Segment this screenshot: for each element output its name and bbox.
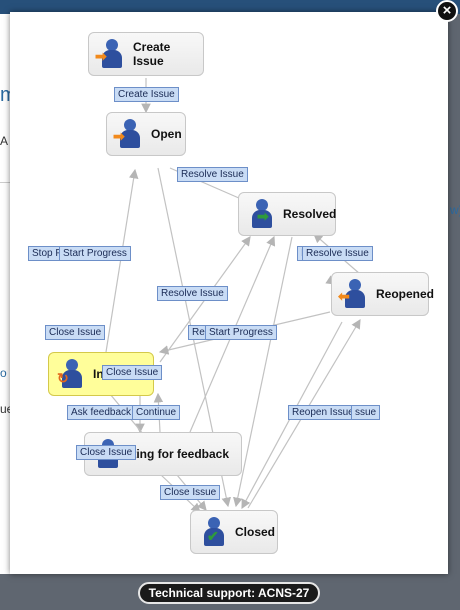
status-label: iting for feedback xyxy=(129,447,230,461)
status-node-resolved[interactable]: ➡ Resolved xyxy=(238,192,336,236)
user-cycle-icon: ↻ xyxy=(57,359,85,389)
status-node-open[interactable]: ➡ Open xyxy=(106,112,186,156)
user-arrow-right-icon: ➡ xyxy=(113,119,143,149)
user-arrow-left-icon: ⬅ xyxy=(338,279,368,309)
transition-close-issue[interactable]: Close Issue xyxy=(76,445,137,460)
edge-inprogress-open xyxy=(105,168,139,353)
background-page xyxy=(0,14,10,574)
status-label: Reopened xyxy=(376,287,435,301)
transition-reopen-issue[interactable]: Reopen Issue xyxy=(288,405,358,420)
background-text: A xyxy=(0,134,9,148)
status-node-reopened[interactable]: ⬅ Reopened xyxy=(331,272,434,316)
technical-support-badge: Technical support: ACNS-27 xyxy=(138,582,320,604)
transition-start-progress[interactable]: Start Progress xyxy=(205,325,277,340)
background-text: o xyxy=(0,366,7,380)
transition-close-issue-truncated[interactable]: ssue xyxy=(351,405,381,420)
background-header-bar xyxy=(0,0,460,14)
status-node-closed[interactable]: ✔ Closed xyxy=(190,510,278,554)
transition-ask-feedback[interactable]: Ask feedback xyxy=(67,405,136,420)
user-arrow-right-icon: ➡ xyxy=(95,39,125,69)
transition-resolve-issue[interactable]: Resolve Issue xyxy=(177,167,248,182)
transition-close-issue[interactable]: Close Issue xyxy=(102,365,163,380)
edge-resolved-closed xyxy=(233,236,293,508)
status-label: Create Issue xyxy=(133,40,171,68)
transition-create-issue[interactable]: Create Issue xyxy=(114,87,179,102)
status-node-create-issue[interactable]: ➡ Create Issue xyxy=(88,32,204,76)
status-label: Closed xyxy=(235,525,276,539)
transition-start-progress[interactable]: Start Progress xyxy=(59,246,131,261)
transition-resolve-issue[interactable]: Resolve Issue xyxy=(302,246,373,261)
close-dialog-button[interactable]: × xyxy=(436,0,458,22)
transition-close-issue[interactable]: Close Issue xyxy=(45,325,106,340)
status-label: Open xyxy=(151,127,182,141)
workflow-dialog: ➡ Create Issue ➡ Open ➡ Resolved ⬅ Reope… xyxy=(10,12,448,574)
transition-close-issue[interactable]: Close Issue xyxy=(160,485,221,500)
user-check-icon: ✔ xyxy=(201,517,227,547)
background-text: w) xyxy=(450,203,460,217)
transition-stop-progress[interactable]: Stop P xyxy=(28,246,67,261)
status-label: Resolved xyxy=(283,207,337,221)
user-arrow-right-icon: ➡ xyxy=(249,199,275,229)
transition-continue[interactable]: Continue xyxy=(132,405,181,420)
transition-resolve-issue[interactable]: Resolve Issue xyxy=(157,286,228,301)
background-divider xyxy=(0,182,10,183)
